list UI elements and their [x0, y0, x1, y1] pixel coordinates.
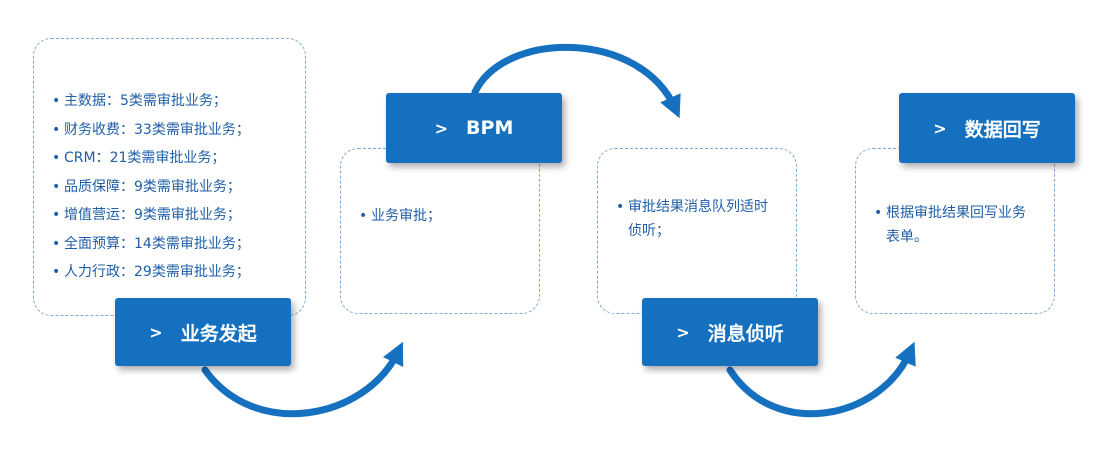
chevron-right-icon: >	[933, 118, 947, 138]
stage-label: 消息侦听	[707, 322, 784, 345]
chevron-right-icon: >	[676, 322, 690, 342]
stage-writeback-button[interactable]: > 数据回写	[899, 93, 1075, 163]
list-item: 根据审批结果回写业务表单。	[874, 201, 1039, 249]
initiation-list: 主数据：5类需审批业务； 财务收费：33类需审批业务； CRM：21类需审批业务…	[52, 87, 250, 287]
list-item: 全面预算：14类需审批业务；	[52, 230, 250, 259]
flow-arrow-listen-to-writeback	[726, 341, 916, 418]
initiation-card: 主数据：5类需审批业务； 财务收费：33类需审批业务； CRM：21类需审批业务…	[33, 38, 306, 316]
stage-listen-button[interactable]: > 消息侦听	[642, 298, 818, 366]
bpm-card: 业务审批；	[340, 148, 540, 314]
list-item: 财务收费：33类需审批业务；	[52, 116, 250, 145]
stage-label: 业务发起	[180, 322, 257, 345]
list-item: 业务审批；	[359, 204, 524, 228]
stage-bpm-button[interactable]: > BPM	[386, 93, 562, 163]
writeback-card: 根据审批结果回写业务表单。	[855, 148, 1055, 314]
list-item: 增值营运：9类需审批业务；	[52, 201, 250, 230]
writeback-list: 根据审批结果回写业务表单。	[874, 201, 1039, 249]
listen-list: 审批结果消息队列适时侦听；	[616, 195, 781, 243]
stage-initiation-button[interactable]: > 业务发起	[115, 298, 291, 366]
list-item: 人力行政：29类需审批业务；	[52, 258, 250, 287]
list-item: 审批结果消息队列适时侦听；	[616, 195, 781, 243]
stage-label: BPM	[466, 117, 514, 139]
chevron-right-icon: >	[149, 322, 163, 342]
chevron-right-icon: >	[434, 118, 449, 138]
list-item: 品质保障：9类需审批业务；	[52, 173, 250, 202]
bpm-list: 业务审批；	[359, 204, 524, 228]
flow-arrow-bpm-to-listen	[471, 43, 681, 119]
list-item: CRM：21类需审批业务；	[52, 144, 250, 173]
list-item: 主数据：5类需审批业务；	[52, 87, 250, 116]
flow-arrow-initiation-to-bpm	[201, 341, 404, 418]
stage-label: 数据回写	[964, 118, 1041, 141]
listen-card: 审批结果消息队列适时侦听；	[597, 148, 797, 314]
